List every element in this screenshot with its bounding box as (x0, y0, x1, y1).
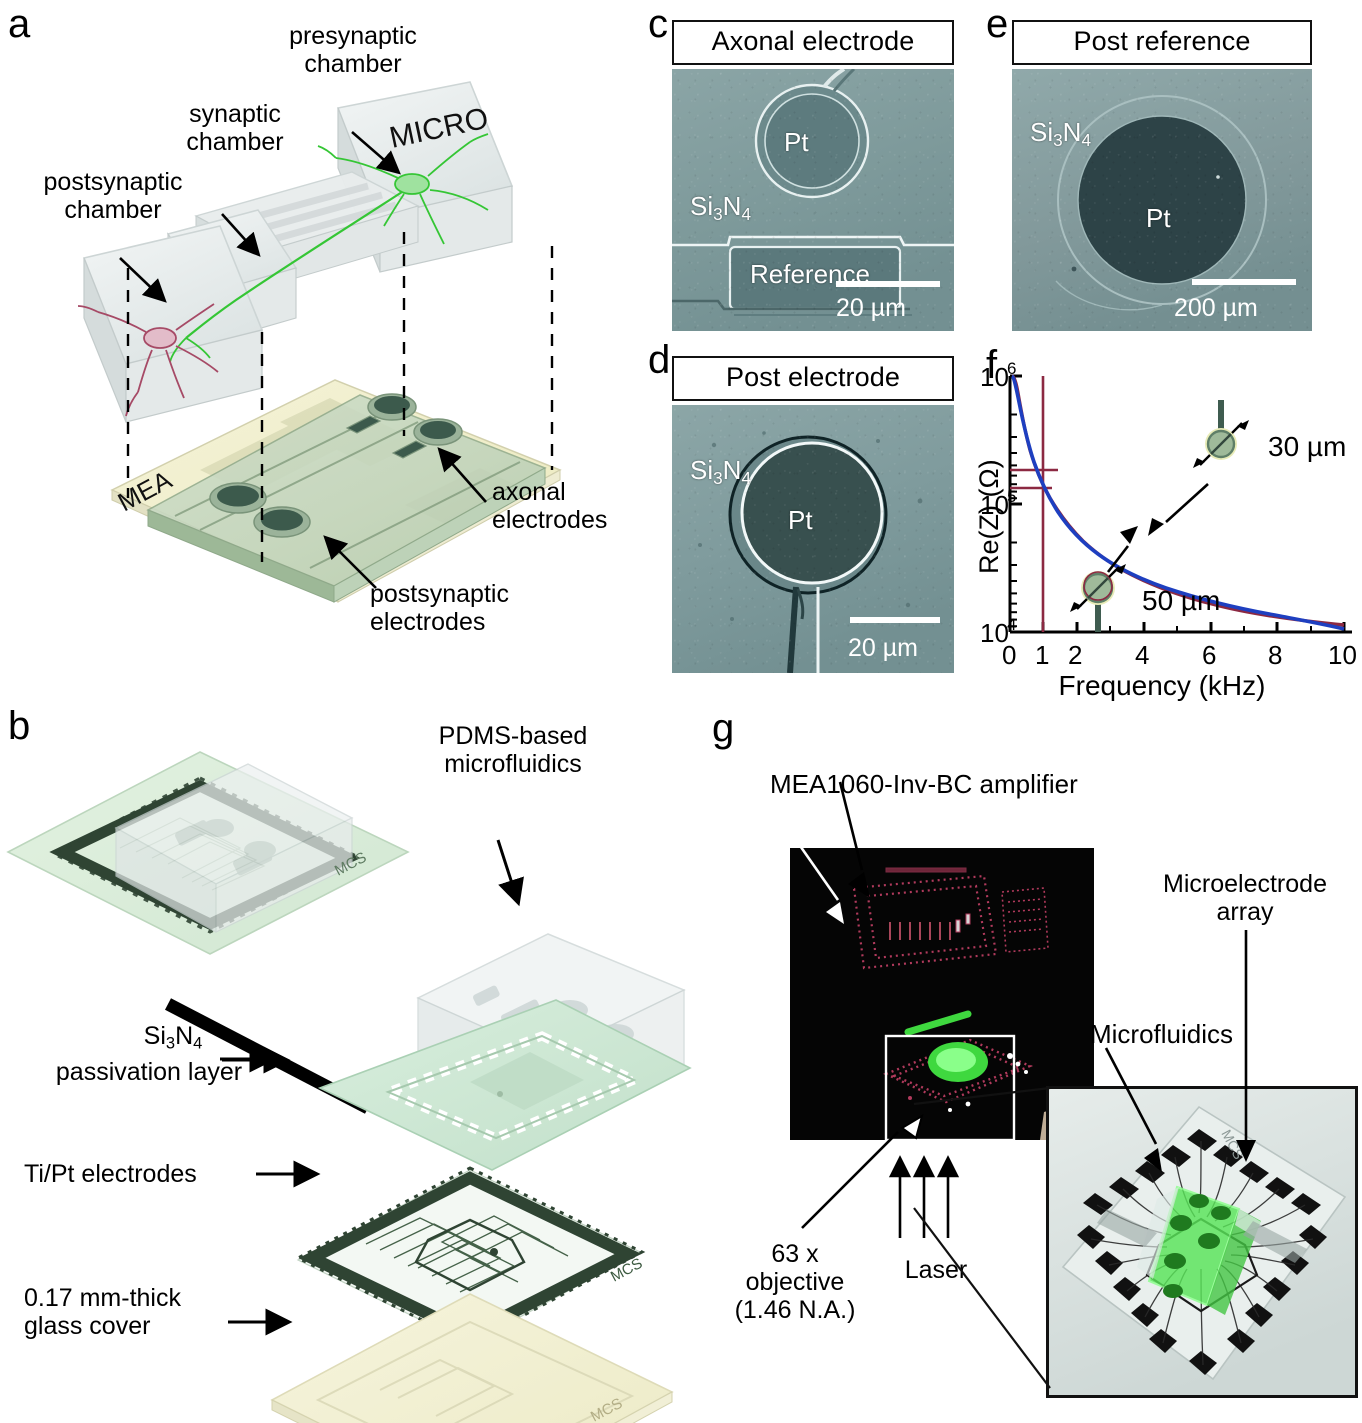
panel-a-illustration: MICRO (77, 81, 562, 603)
svg-text:0: 0 (1002, 640, 1016, 670)
label-synaptic-chamber: synaptic chamber (186, 100, 284, 156)
panel-c-title: Axonal electrode (672, 20, 954, 65)
label-postsynaptic-chamber: postsynaptic chamber (43, 168, 183, 224)
sin-formula: Si3N4 (143, 1022, 203, 1053)
panel-d-scalebar (850, 617, 940, 623)
label-axonal-electrodes: axonal electrodes (492, 478, 608, 534)
sem-grain-d (672, 405, 954, 673)
glass-cover-layer: MCS (270, 1293, 674, 1423)
svg-text:10: 10 (1328, 640, 1357, 670)
presynaptic-neuron (169, 133, 489, 363)
mea-channel-block (146, 394, 547, 603)
microfluidics-leader (1104, 1047, 1162, 1172)
label-microelectrode-array: Microelectrode array (1163, 870, 1327, 926)
label-presynaptic-chamber: presynaptic chamber (289, 22, 417, 78)
panel-d-letter: d (648, 338, 671, 382)
panel-d-scale-label: 20 µm (848, 634, 918, 662)
amplifier-board (852, 867, 1049, 970)
label-postsynaptic-electrodes: postsynaptic electrodes (370, 580, 509, 636)
svg-text:4: 4 (1135, 640, 1149, 670)
panel-d-title: Post electrode (672, 356, 954, 401)
amplifier-arrow (800, 848, 844, 924)
panel-c-sem-image: Pt Si3N4 Reference 20 µm (672, 69, 954, 331)
curve-50um (1010, 374, 1345, 631)
label-50um: 50 µm (1142, 585, 1220, 616)
panel-e-scalebar (1192, 279, 1296, 285)
postsynaptic-electrode-group (209, 482, 311, 538)
panel-e: Post reference Si3N4 Pt 200 µm (1012, 20, 1312, 331)
panel-c-scale-label: 20 µm (836, 294, 906, 322)
postsynaptic-neuron (77, 303, 219, 417)
panel-e-pt-label: Pt (1146, 203, 1171, 233)
sin-passivation-layer (317, 999, 692, 1171)
panel-e-letter: e (986, 2, 1009, 46)
panel-f-letter: f (986, 343, 998, 387)
label-objective: 63 x objective (1.46 N.A.) (734, 1240, 856, 1324)
svg-text:8: 8 (1268, 640, 1282, 670)
laser-arrows (888, 1155, 960, 1238)
electrode-icon-30um (1193, 400, 1249, 468)
label-sin-passivation: Si3N4 (80, 1022, 266, 1053)
inset-connector-lines (913, 1086, 1051, 1389)
svg-text:6: 6 (1202, 640, 1216, 670)
objective-leader (801, 1113, 924, 1229)
panel-a-letter: a (8, 2, 31, 46)
projection-lines (126, 232, 554, 562)
panel-e-title: Post reference (1012, 20, 1312, 65)
panel-d-sem-image: Si3N4 Pt 20 µm (672, 405, 954, 673)
svg-text:5: 5 (1007, 487, 1016, 506)
label-microfluidics: Microfluidics (1090, 1019, 1234, 1049)
panel-g-setup-photo (790, 848, 1094, 1140)
svg-text:10: 10 (980, 362, 1009, 392)
panel-c-letter: c (648, 2, 668, 46)
x-axis-title: Frequency (kHz) (1059, 670, 1266, 701)
label-laser: Laser (904, 1256, 968, 1284)
panel-g-letter: g (712, 706, 735, 750)
svg-text:4: 4 (1007, 615, 1016, 634)
electrode-icon-50um (1070, 564, 1126, 632)
panel-e-sem-image: Si3N4 Pt 200 µm (1012, 69, 1312, 331)
panel-d-pt-label: Pt (788, 505, 813, 535)
svg-text:1: 1 (1035, 640, 1049, 670)
panel-b-letter: b (8, 704, 31, 748)
label-glass-cover: 0.17 mm-thick glass cover (24, 1284, 181, 1340)
label-pdms-microfluidics: PDMS-based microfluidics (438, 722, 588, 778)
svg-text:2: 2 (1068, 640, 1082, 670)
svg-text:6: 6 (1007, 359, 1016, 378)
panel-e-material-label: Si3N4 (1030, 117, 1091, 150)
panel-a-arrows (119, 131, 487, 589)
panel-e-scale-label: 200 µm (1174, 294, 1258, 322)
svg-text:10: 10 (980, 490, 1009, 520)
label-amplifier: MEA1060-Inv-BC amplifier (770, 769, 1078, 799)
svg-text:10: 10 (980, 618, 1009, 648)
axonal-electrode-group (345, 393, 463, 459)
panel-a-figure: MICRO (0, 0, 660, 680)
panel-c: Axonal electrode Pt Si3N4 Reference 20 µ… (672, 20, 954, 331)
sample-region (882, 1010, 1034, 1112)
label-30um: 30 µm (1268, 431, 1346, 462)
label-tipt-electrodes: Ti/Pt electrodes (24, 1160, 197, 1188)
sem-grain-e (1012, 69, 1312, 331)
panel-c-pt-label: Pt (784, 127, 809, 157)
panel-d-material-label: Si3N4 (690, 455, 751, 488)
zoom-selection-box (884, 1034, 1016, 1140)
y-axis-title: Re(Z) (Ω) (974, 459, 1004, 574)
panel-g-amplifier-leader (838, 781, 870, 898)
label-sin-passivation-line2: passivation layer (55, 1058, 243, 1086)
panel-b-figure: MCS (0, 700, 692, 1423)
panel-c-material-label: Si3N4 (690, 191, 751, 224)
panel-b-illustration: MCS (6, 751, 692, 1423)
panel-f-chart: 10 6 10 5 10 4 0 1 2 4 6 8 10 30 µm (974, 359, 1362, 701)
sem-grain-c (672, 69, 954, 331)
panel-d: Post electrode Si3N4 Pt (672, 356, 954, 673)
microelectrode-array-leader (1236, 930, 1256, 1162)
panel-c-scalebar (836, 281, 940, 287)
annotation-arrow-50um (1106, 526, 1138, 573)
assembled-chip: MCS (6, 751, 410, 955)
impedance-plot: 10 6 10 5 10 4 0 1 2 4 6 8 10 30 µm (980, 359, 1357, 701)
panel-g-inset-photo: MCS (1046, 1086, 1358, 1398)
annotation-arrow-30um (1148, 483, 1209, 536)
